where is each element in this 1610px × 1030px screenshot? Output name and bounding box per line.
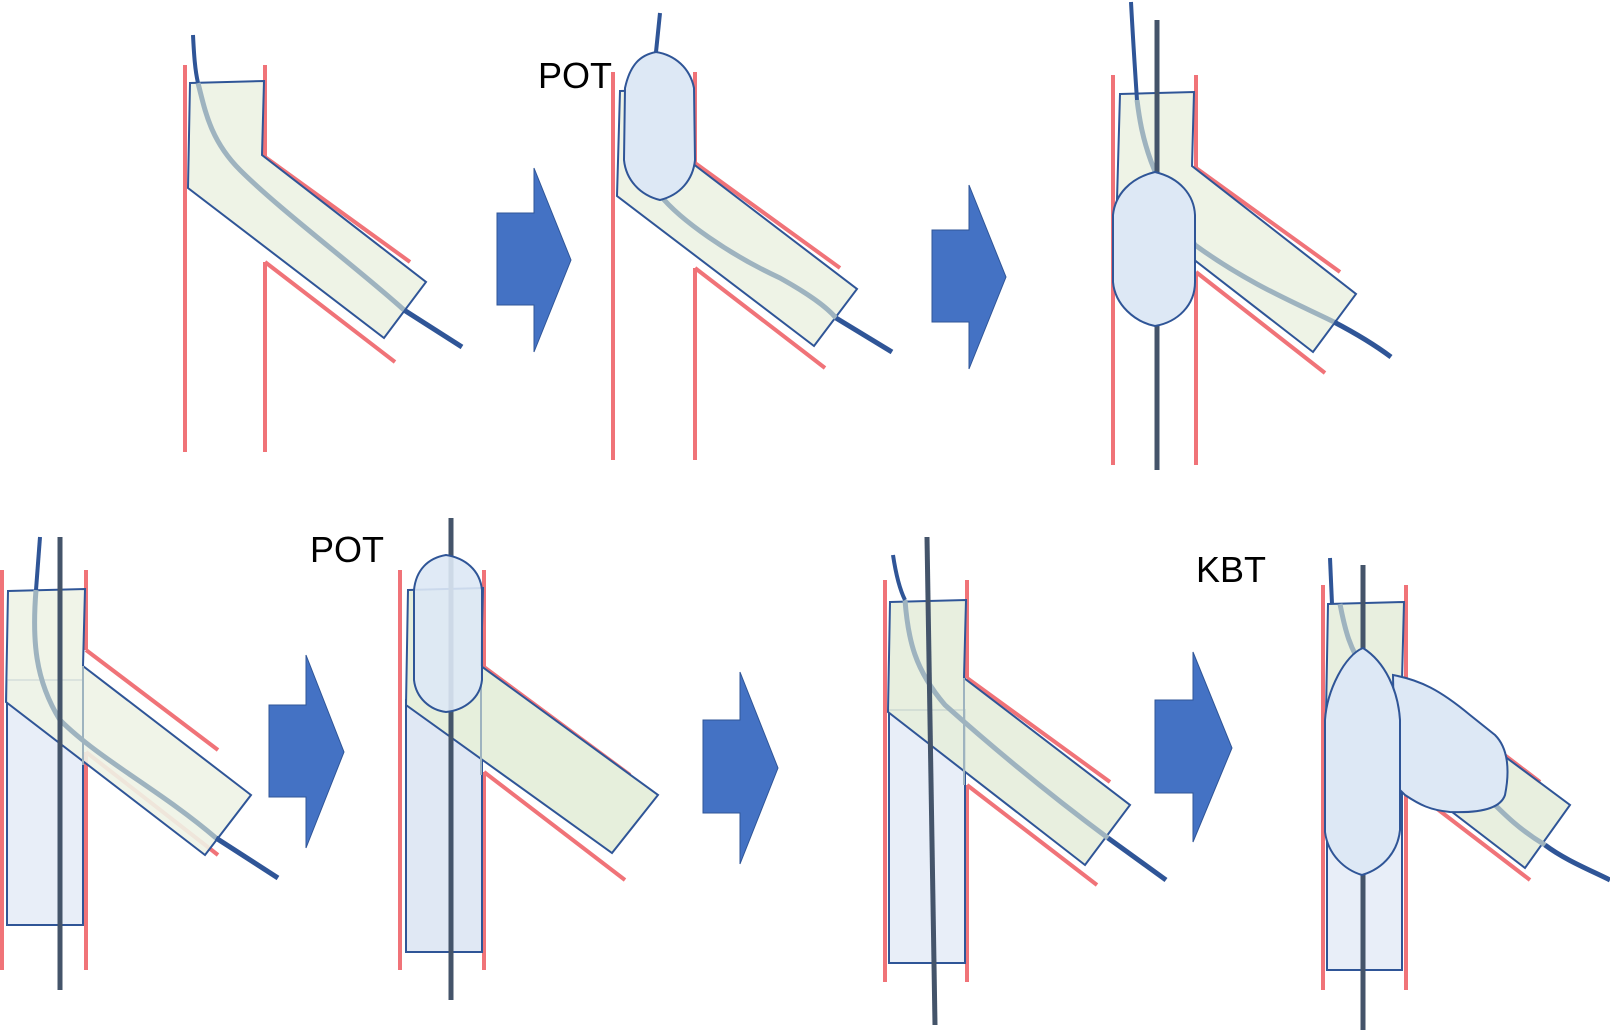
panel-step-6 xyxy=(883,536,1168,1026)
label-pot-1: POT xyxy=(538,55,612,96)
step-arrow-icon xyxy=(268,654,345,849)
side-wire xyxy=(191,34,200,84)
step-arrow-icon xyxy=(931,184,1007,370)
kissing-balloon-main xyxy=(1324,646,1401,877)
panel-step-4 xyxy=(0,536,280,990)
side-wire xyxy=(1328,557,1334,605)
side-wire-tip xyxy=(1543,842,1610,883)
label-pot-2: POT xyxy=(310,529,384,570)
step-arrow-icon xyxy=(496,167,572,353)
side-wire-ghost xyxy=(32,589,218,840)
panel-step-5: POT xyxy=(310,518,660,1000)
pot-balloon xyxy=(413,553,483,714)
side-wire xyxy=(891,554,907,601)
side-wire-ghost xyxy=(195,82,406,312)
side-wire-tip xyxy=(834,315,894,355)
panel-step-7: KBT xyxy=(1196,549,1610,1030)
side-wire xyxy=(34,536,42,591)
side-wire-tip xyxy=(1106,835,1168,883)
side-wire-tip xyxy=(214,835,280,881)
panel-step-3 xyxy=(1111,1,1393,470)
dilation-balloon xyxy=(1112,170,1196,328)
vessel-walls xyxy=(883,580,1112,982)
pot-balloon xyxy=(622,50,697,202)
kissing-balloon-side xyxy=(1391,673,1509,814)
side-wire-ghost xyxy=(902,599,1110,841)
side-wire-tip xyxy=(1332,319,1393,360)
panel-step-2: POT xyxy=(538,12,894,460)
side-wire xyxy=(1129,1,1139,101)
panel-step-1 xyxy=(183,34,464,452)
side-branch-stent xyxy=(186,79,428,340)
step-arrow-icon xyxy=(702,671,779,865)
side-branch-stent xyxy=(4,587,253,857)
side-wire-ghost xyxy=(658,193,838,320)
side-branch-stent xyxy=(886,598,1132,867)
step-arrow-icon xyxy=(1154,651,1233,843)
main-wire xyxy=(924,536,938,1026)
side-wire xyxy=(654,12,662,53)
side-wire-tip xyxy=(402,307,464,350)
label-kbt: KBT xyxy=(1196,549,1266,590)
